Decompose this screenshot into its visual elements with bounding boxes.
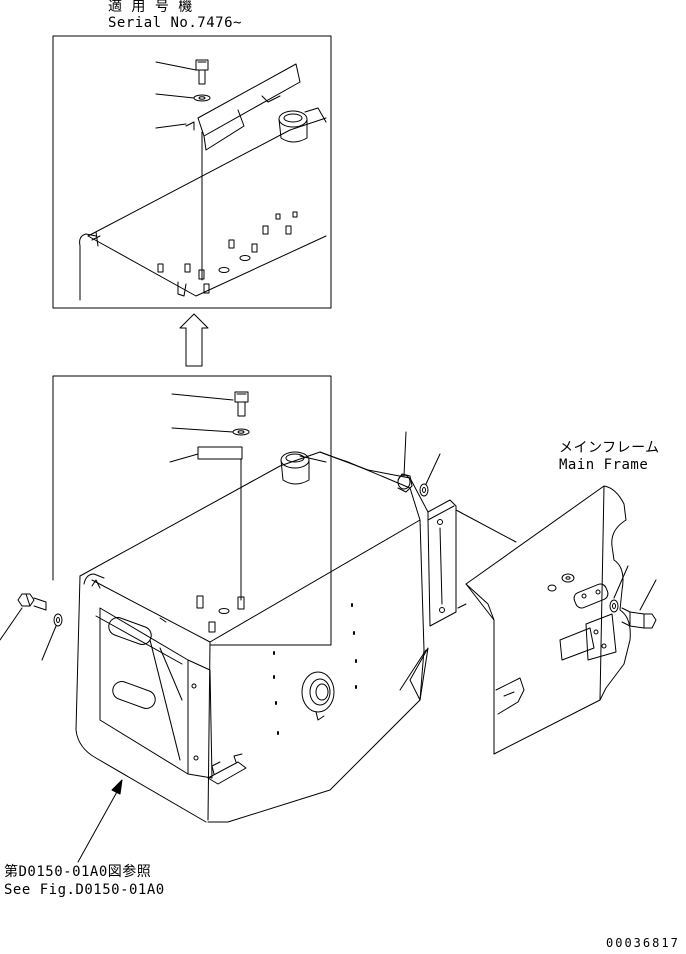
revision-arrow	[180, 314, 208, 366]
upper-bracket	[198, 64, 300, 150]
rear-washer	[420, 484, 428, 496]
lower-detail-box	[53, 376, 331, 645]
lower-studs	[160, 596, 244, 632]
lower-plate	[198, 447, 242, 459]
upper-washer	[194, 95, 210, 101]
tank-filler-neck	[281, 452, 309, 484]
rear-leader-1	[404, 432, 406, 476]
tank-front-bracket	[96, 608, 212, 778]
upper-filler-neck	[279, 108, 326, 142]
connection-line-lower	[458, 604, 466, 608]
main-frame	[466, 486, 656, 754]
upper-tank-top-outline	[88, 118, 326, 236]
main-frame-outline	[466, 486, 630, 754]
lower-bolt	[235, 392, 248, 416]
frame-washer-2	[610, 600, 618, 612]
upper-bolt	[196, 60, 208, 84]
reference-arrow	[78, 780, 122, 862]
frame-washer	[548, 574, 574, 591]
main-frame-en-label: Main Frame	[559, 457, 649, 473]
frame-mount-pad	[572, 582, 610, 610]
upper-studs	[158, 212, 297, 293]
tank-top-back-edge	[80, 452, 410, 576]
lower-washer	[233, 429, 249, 435]
serial-number-label: Serial No.7476~	[108, 15, 242, 31]
tank-rear-bracket	[410, 478, 456, 626]
frame-bolt	[622, 608, 656, 628]
reference-jp-label: 第D0150-01A0図参照	[4, 864, 152, 880]
left-bolt	[18, 594, 46, 610]
left-washer	[54, 614, 62, 626]
left-leader-2	[42, 626, 56, 660]
drawing-number: 00036817	[606, 936, 680, 950]
tank-side-holes	[274, 604, 356, 734]
left-leader-1	[0, 608, 22, 640]
main-frame-jp-label: メインフレーム	[559, 440, 660, 456]
connection-line-upper	[456, 510, 516, 542]
lower-leaders	[170, 394, 233, 462]
frame-leader-2	[640, 580, 656, 610]
tank-top-front-edge	[92, 520, 420, 642]
applicable-serial-jp-label: 適 用 号 機	[108, 0, 193, 15]
tank-front-face	[76, 576, 206, 822]
frame-plate	[586, 614, 616, 660]
tank-side-port	[302, 672, 334, 720]
tank-handle	[208, 754, 246, 784]
rear-leader-2	[426, 454, 440, 484]
upper-tank-front-edge	[88, 236, 326, 296]
reference-en-label: See Fig.D0150-01A0	[4, 882, 165, 898]
upper-leaders	[156, 62, 196, 128]
frame-cutout	[496, 628, 594, 714]
upper-detail-box	[53, 36, 331, 308]
hydraulic-tank	[76, 452, 456, 822]
frame-leader-1	[614, 566, 628, 598]
tank-right-side	[208, 520, 424, 822]
upper-clip	[178, 122, 194, 296]
